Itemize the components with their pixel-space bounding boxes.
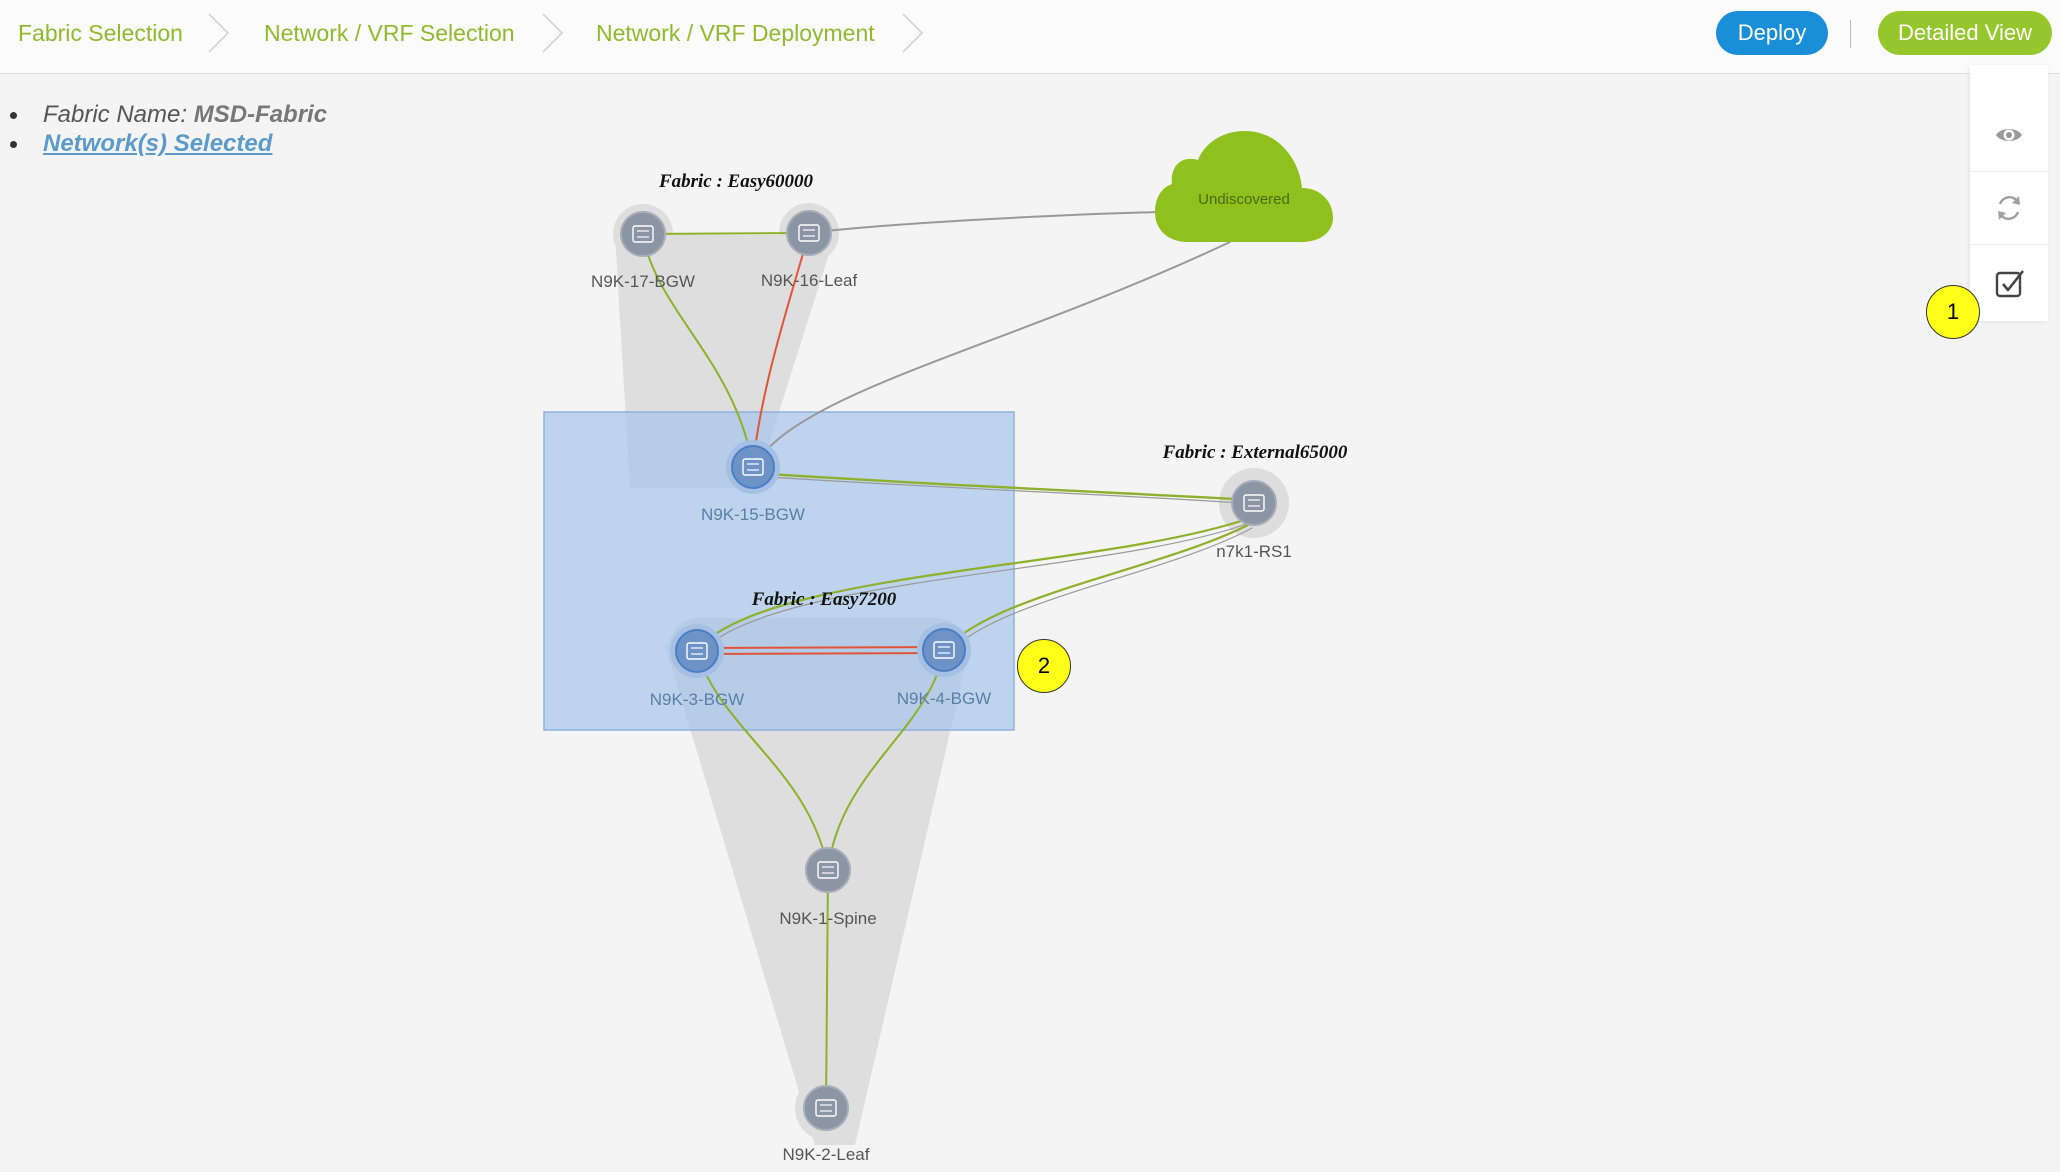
switch-icon [742, 458, 764, 476]
chevron-right-icon [208, 13, 230, 53]
node-n9k-3-bgw[interactable]: N9K-3-BGW [650, 624, 744, 709]
node-n9k-16-leaf[interactable]: N9K-16-Leaf [761, 210, 858, 290]
wizard-header: Fabric Selection Network / VRF Selection… [0, 0, 2060, 74]
topology-toolbar [1970, 65, 2048, 321]
switch-icon [686, 642, 708, 660]
switch-icon [815, 1099, 837, 1117]
refresh-button[interactable] [1970, 172, 2048, 245]
link [642, 233, 754, 468]
topology-canvas[interactable]: Undiscovered Fabric : Easy60000 Fabric :… [0, 73, 2060, 1172]
selection-box[interactable] [543, 411, 1015, 731]
link [808, 211, 1161, 234]
link [696, 652, 945, 655]
switch-icon [817, 861, 839, 879]
fabric-label: Fabric : Easy7200 [751, 589, 897, 610]
link [752, 475, 1255, 505]
eye-icon [1996, 129, 2022, 141]
node-circle [805, 847, 851, 893]
select-checkbox-button[interactable] [1970, 247, 2048, 319]
checkbox-icon [1995, 270, 2025, 298]
step-fabric-selection[interactable]: Fabric Selection [18, 20, 183, 46]
cloud-shape [1155, 131, 1333, 242]
toolbar-divider [1850, 20, 1851, 48]
chevron-right-icon [542, 13, 564, 53]
node-label: N9K-2-Leaf [783, 1145, 870, 1164]
detailed-view-button[interactable]: Detailed View [1878, 11, 2052, 55]
node-circle [803, 1085, 849, 1131]
link [751, 471, 1256, 502]
step-network-vrf-deployment[interactable]: Network / VRF Deployment [596, 20, 875, 46]
link [752, 232, 810, 468]
node-n9k-15-bgw[interactable]: N9K-15-BGW [701, 440, 805, 524]
node-label: N9K-1-Spine [779, 909, 876, 928]
fabric-name-value: MSD-Fabric [193, 101, 328, 128]
fabric-name-label: Fabric Name: [43, 101, 188, 128]
fabric-label: Fabric : External65000 [1162, 442, 1348, 463]
node-n9k-2-leaf[interactable]: N9K-2-Leaf [783, 1085, 870, 1164]
switch-icon [933, 641, 955, 659]
networks-selected-link[interactable]: Network(s) Selected [43, 130, 273, 157]
node-n7k1-rs1[interactable]: n7k1-RS1 [1216, 480, 1292, 561]
link [752, 241, 1231, 468]
bullet [10, 112, 17, 119]
node-circle [675, 629, 719, 673]
switch-icon [632, 225, 654, 243]
node-n9k-17-bgw[interactable]: N9K-17-BGW [591, 211, 695, 291]
link [825, 869, 829, 1109]
bullet [10, 141, 17, 148]
node-label: N9K-17-BGW [591, 272, 695, 291]
node-label: N9K-15-BGW [701, 505, 805, 524]
node-circle [620, 211, 666, 257]
switch-icon [1243, 494, 1265, 512]
link [947, 527, 1253, 655]
node-label: N9K-3-BGW [650, 690, 744, 709]
callout-1: 1 [1926, 285, 1980, 339]
cloud-label: Undiscovered [1198, 191, 1290, 208]
link [698, 521, 1253, 655]
fabric-label: Fabric : Easy60000 [658, 171, 814, 192]
link [827, 649, 945, 871]
node-label: n7k1-RS1 [1216, 542, 1292, 561]
node-circle [922, 628, 966, 672]
chevron-right-icon [902, 13, 924, 53]
view-toggle-button[interactable] [1970, 99, 2048, 172]
fabric-group-easy7200 [665, 645, 970, 1145]
link [693, 516, 1252, 654]
deploy-button[interactable]: Deploy [1716, 11, 1828, 55]
node-circle [786, 210, 832, 256]
node-label: N9K-16-Leaf [761, 271, 858, 290]
node-n9k-4-bgw[interactable]: N9K-4-BGW [897, 623, 991, 708]
node-label: N9K-4-BGW [897, 689, 991, 708]
link [642, 232, 810, 235]
refresh-icon [1998, 196, 2020, 220]
step-network-vrf-selection[interactable]: Network / VRF Selection [264, 20, 515, 46]
link [942, 522, 1252, 653]
node-n9k-1-spine[interactable]: N9K-1-Spine [779, 847, 877, 928]
node-circle [731, 445, 775, 489]
callout-2: 2 [1017, 639, 1071, 693]
link [696, 646, 945, 649]
switch-icon [798, 224, 820, 242]
link [696, 650, 829, 871]
node-circle [1231, 480, 1277, 526]
cloud-undiscovered[interactable]: Undiscovered [1155, 131, 1333, 242]
